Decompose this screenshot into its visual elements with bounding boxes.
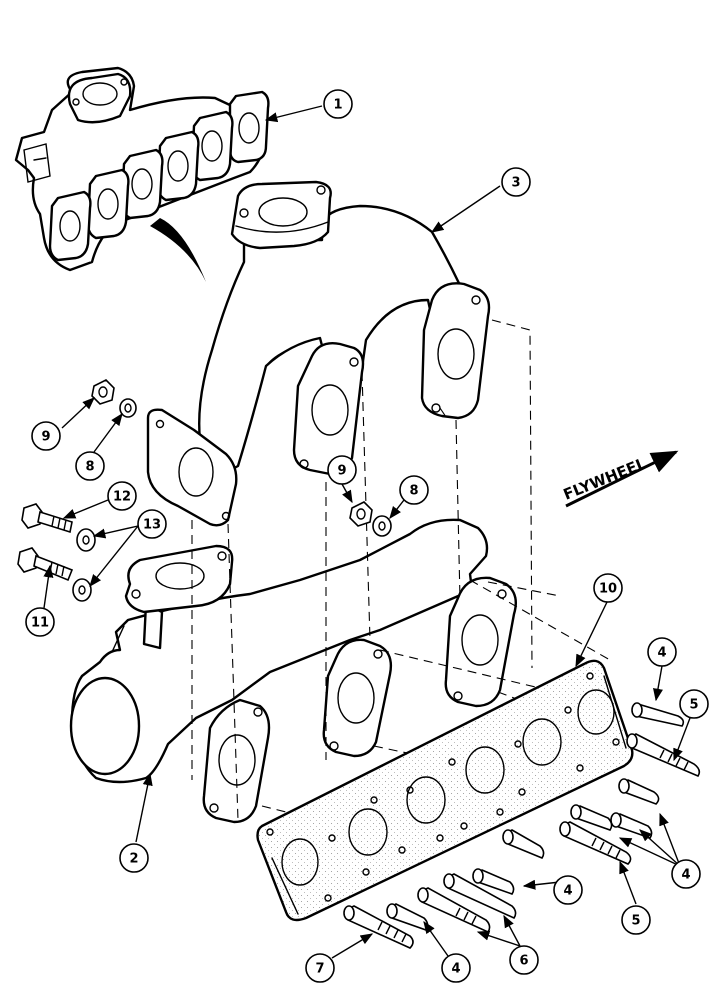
svg-text:9: 9 — [337, 464, 346, 479]
callout-8-right: 8 — [399, 475, 429, 505]
bolt-part-12 — [21, 503, 73, 534]
washer-part-8-left — [119, 398, 137, 418]
callout-1: 1 — [323, 89, 353, 119]
svg-text:5: 5 — [689, 698, 698, 713]
svg-text:4: 4 — [451, 962, 460, 977]
svg-text:7: 7 — [315, 962, 324, 977]
gasket-part-10 — [256, 659, 634, 922]
svg-text:8: 8 — [409, 484, 418, 499]
bolt-part-11 — [17, 547, 74, 582]
svg-text:9: 9 — [41, 430, 50, 445]
stud-4-top — [631, 702, 685, 727]
callout-10: 10 — [593, 573, 623, 603]
callout-9-right: 9 — [327, 455, 357, 485]
stud-4-right-b — [570, 804, 613, 831]
washer-part-13-b — [72, 578, 92, 602]
washer-part-8-right — [372, 515, 392, 537]
callout-5-lower: 5 — [621, 905, 651, 935]
leader-lines — [43, 105, 691, 959]
stud-5-right — [626, 733, 701, 777]
callout-8-left: 8 — [75, 451, 105, 481]
nut-part-9-left — [91, 379, 115, 405]
svg-text:4: 4 — [563, 884, 572, 899]
callout-7: 7 — [305, 953, 335, 983]
callout-2: 2 — [119, 843, 149, 873]
svg-text:6: 6 — [519, 954, 528, 969]
svg-text:4: 4 — [681, 868, 690, 883]
flywheel-direction-indicator: FLYWHEEL — [561, 450, 679, 508]
callout-4-center: 4 — [553, 875, 583, 905]
nut-part-9-right — [349, 501, 373, 527]
washer-part-13-a — [76, 528, 96, 552]
studs — [343, 702, 701, 949]
manifold-alternate-part-1 — [14, 66, 270, 282]
callout-6: 6 — [509, 945, 539, 975]
callout-4-right: 4 — [671, 859, 701, 889]
stud-4-center — [502, 829, 545, 859]
callout-5-right: 5 — [679, 689, 709, 719]
callout-4-top: 4 — [647, 637, 677, 667]
stud-5-lower — [559, 821, 632, 865]
svg-text:1: 1 — [333, 98, 342, 113]
stud-7 — [343, 905, 414, 949]
callout-13: 13 — [137, 509, 167, 539]
callout-3: 3 — [501, 167, 531, 197]
svg-text:10: 10 — [599, 582, 617, 597]
stud-4-right-mid — [618, 778, 660, 805]
svg-text:11: 11 — [31, 616, 49, 631]
callout-11: 11 — [25, 607, 55, 637]
svg-text:8: 8 — [85, 460, 94, 475]
svg-text:13: 13 — [143, 518, 161, 533]
callout-4-lower: 4 — [441, 953, 471, 983]
svg-text:2: 2 — [129, 852, 138, 867]
flywheel-label: FLYWHEEL — [561, 454, 649, 504]
svg-text:4: 4 — [657, 646, 666, 661]
svg-text:3: 3 — [511, 176, 520, 191]
callout-bubbles: 1 3 9 8 9 8 12 13 11 10 4 5 2 4 4 5 6 4 … — [25, 89, 709, 983]
stud-4-center-b — [472, 868, 515, 895]
stud-6-b — [417, 887, 491, 934]
stud-6-a — [443, 873, 517, 920]
svg-text:12: 12 — [113, 490, 131, 505]
svg-text:5: 5 — [631, 914, 640, 929]
callout-9-left: 9 — [31, 421, 61, 451]
exhaust-manifold-part-3 — [146, 180, 491, 527]
callout-12: 12 — [107, 481, 137, 511]
